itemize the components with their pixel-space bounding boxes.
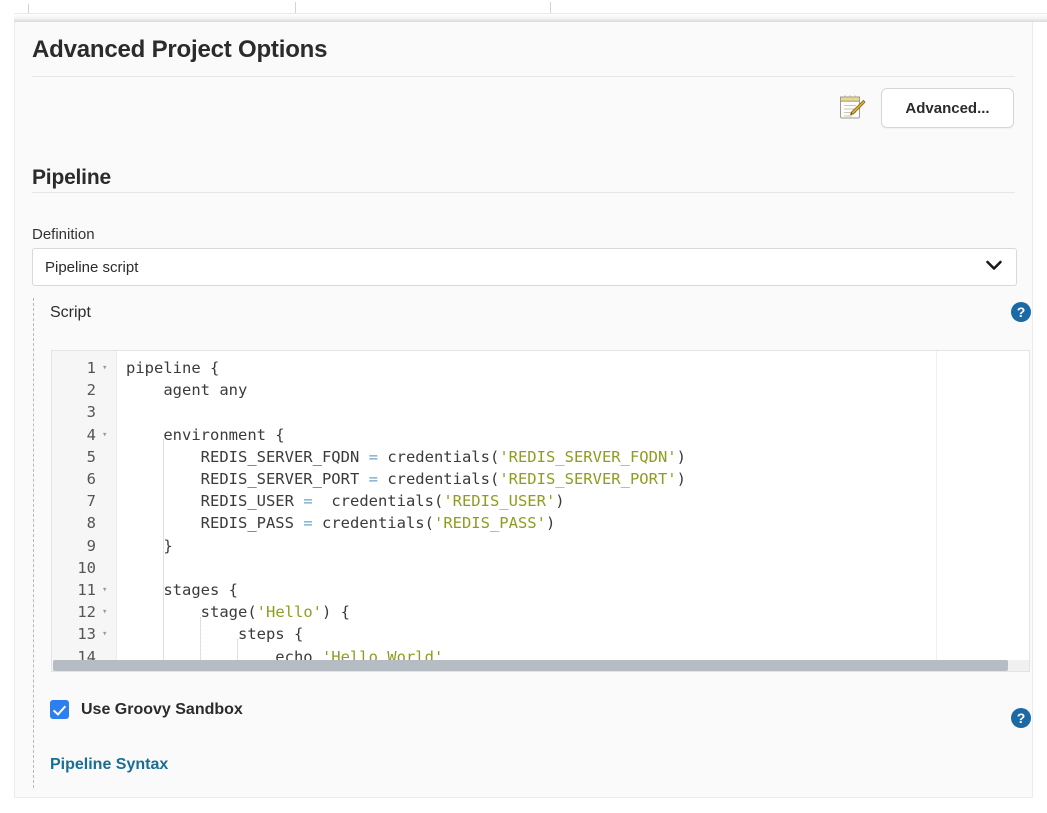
- line-number: 11: [52, 579, 96, 601]
- groovy-sandbox-row[interactable]: Use Groovy Sandbox: [50, 700, 243, 719]
- code-line: 12▾ stage('Hello') {: [116, 601, 1029, 623]
- line-number: 10: [52, 557, 96, 579]
- code-text: agent any: [126, 379, 247, 401]
- memo-pencil-icon: [837, 94, 867, 122]
- code-text: REDIS_PASS = credentials('REDIS_PASS'): [126, 512, 555, 534]
- code-text: REDIS_SERVER_PORT = credentials('REDIS_S…: [126, 468, 686, 490]
- section-divider: [32, 192, 1015, 193]
- groovy-sandbox-checkbox[interactable]: [50, 700, 69, 719]
- script-code-editor[interactable]: 1▾pipeline {2 agent any34▾ environment {…: [51, 350, 1030, 672]
- code-text: steps {: [126, 623, 303, 645]
- pipeline-syntax-link[interactable]: Pipeline Syntax: [50, 756, 168, 774]
- code-text: REDIS_USER = credentials('REDIS_USER'): [126, 490, 565, 512]
- line-number: 2: [52, 379, 96, 401]
- line-number: 7: [52, 490, 96, 512]
- line-number: 6: [52, 468, 96, 490]
- code-line: 4▾ environment {: [116, 424, 1029, 446]
- fold-toggle-icon[interactable]: ▾: [102, 424, 112, 446]
- code-text: stages {: [126, 579, 238, 601]
- code-line: 5 REDIS_SERVER_FQDN = credentials('REDIS…: [116, 446, 1029, 468]
- fold-toggle-icon[interactable]: ▾: [102, 601, 112, 623]
- code-text: stage('Hello') {: [126, 601, 350, 623]
- tab-strip-shadow: [14, 13, 1047, 22]
- groovy-sandbox-label: Use Groovy Sandbox: [81, 701, 243, 719]
- code-text: }: [126, 535, 173, 557]
- code-line: 10: [116, 557, 1029, 579]
- code-text: pipeline {: [126, 357, 219, 379]
- code-text: environment {: [126, 424, 285, 446]
- line-number: 12: [52, 601, 96, 623]
- page-title: Advanced Project Options: [32, 36, 327, 64]
- code-line: 2 agent any: [116, 379, 1029, 401]
- config-card: Advanced Project Options Advan: [14, 22, 1033, 798]
- definition-select[interactable]: Pipeline script: [32, 248, 1017, 286]
- line-number: 5: [52, 446, 96, 468]
- line-number: 4: [52, 424, 96, 446]
- line-number: 8: [52, 512, 96, 534]
- line-number: 1: [52, 357, 96, 379]
- fold-toggle-icon[interactable]: ▾: [102, 623, 112, 645]
- fold-toggle-icon[interactable]: ▾: [102, 357, 112, 379]
- script-label: Script: [50, 304, 91, 322]
- code-line: 9 }: [116, 535, 1029, 557]
- code-line: 6 REDIS_SERVER_PORT = credentials('REDIS…: [116, 468, 1029, 490]
- script-section: Script ? 1▾pipeline {2 agent any34▾ envi…: [33, 298, 1033, 788]
- script-header: Script ?: [34, 298, 1033, 332]
- editor-scrollbar-thumb[interactable]: [53, 660, 1008, 671]
- code-line: 13▾ steps {: [116, 623, 1029, 645]
- code-line: 1▾pipeline {: [116, 357, 1029, 379]
- advanced-row: Advanced...: [837, 84, 1014, 132]
- tab-strip: [14, 0, 1047, 22]
- help-icon-script[interactable]: ?: [1011, 302, 1031, 322]
- line-number: 13: [52, 623, 96, 645]
- section-title-pipeline: Pipeline: [32, 166, 111, 190]
- code-line: 11▾ stages {: [116, 579, 1029, 601]
- code-text: REDIS_SERVER_FQDN = credentials('REDIS_S…: [126, 446, 686, 468]
- line-number: 9: [52, 535, 96, 557]
- definition-label: Definition: [32, 226, 95, 243]
- fold-toggle-icon[interactable]: ▾: [102, 579, 112, 601]
- advanced-button[interactable]: Advanced...: [881, 88, 1014, 128]
- help-icon-sandbox[interactable]: ?: [1011, 708, 1031, 728]
- definition-select-value[interactable]: Pipeline script: [32, 248, 1017, 286]
- line-number: 3: [52, 401, 96, 423]
- code-line: 7 REDIS_USER = credentials('REDIS_USER'): [116, 490, 1029, 512]
- code-line: 3: [116, 401, 1029, 423]
- code-line: 8 REDIS_PASS = credentials('REDIS_PASS'): [116, 512, 1029, 534]
- editor-code-area[interactable]: 1▾pipeline {2 agent any34▾ environment {…: [116, 351, 1029, 671]
- editor-horizontal-scrollbar[interactable]: [53, 660, 1030, 671]
- title-divider: [32, 76, 1015, 77]
